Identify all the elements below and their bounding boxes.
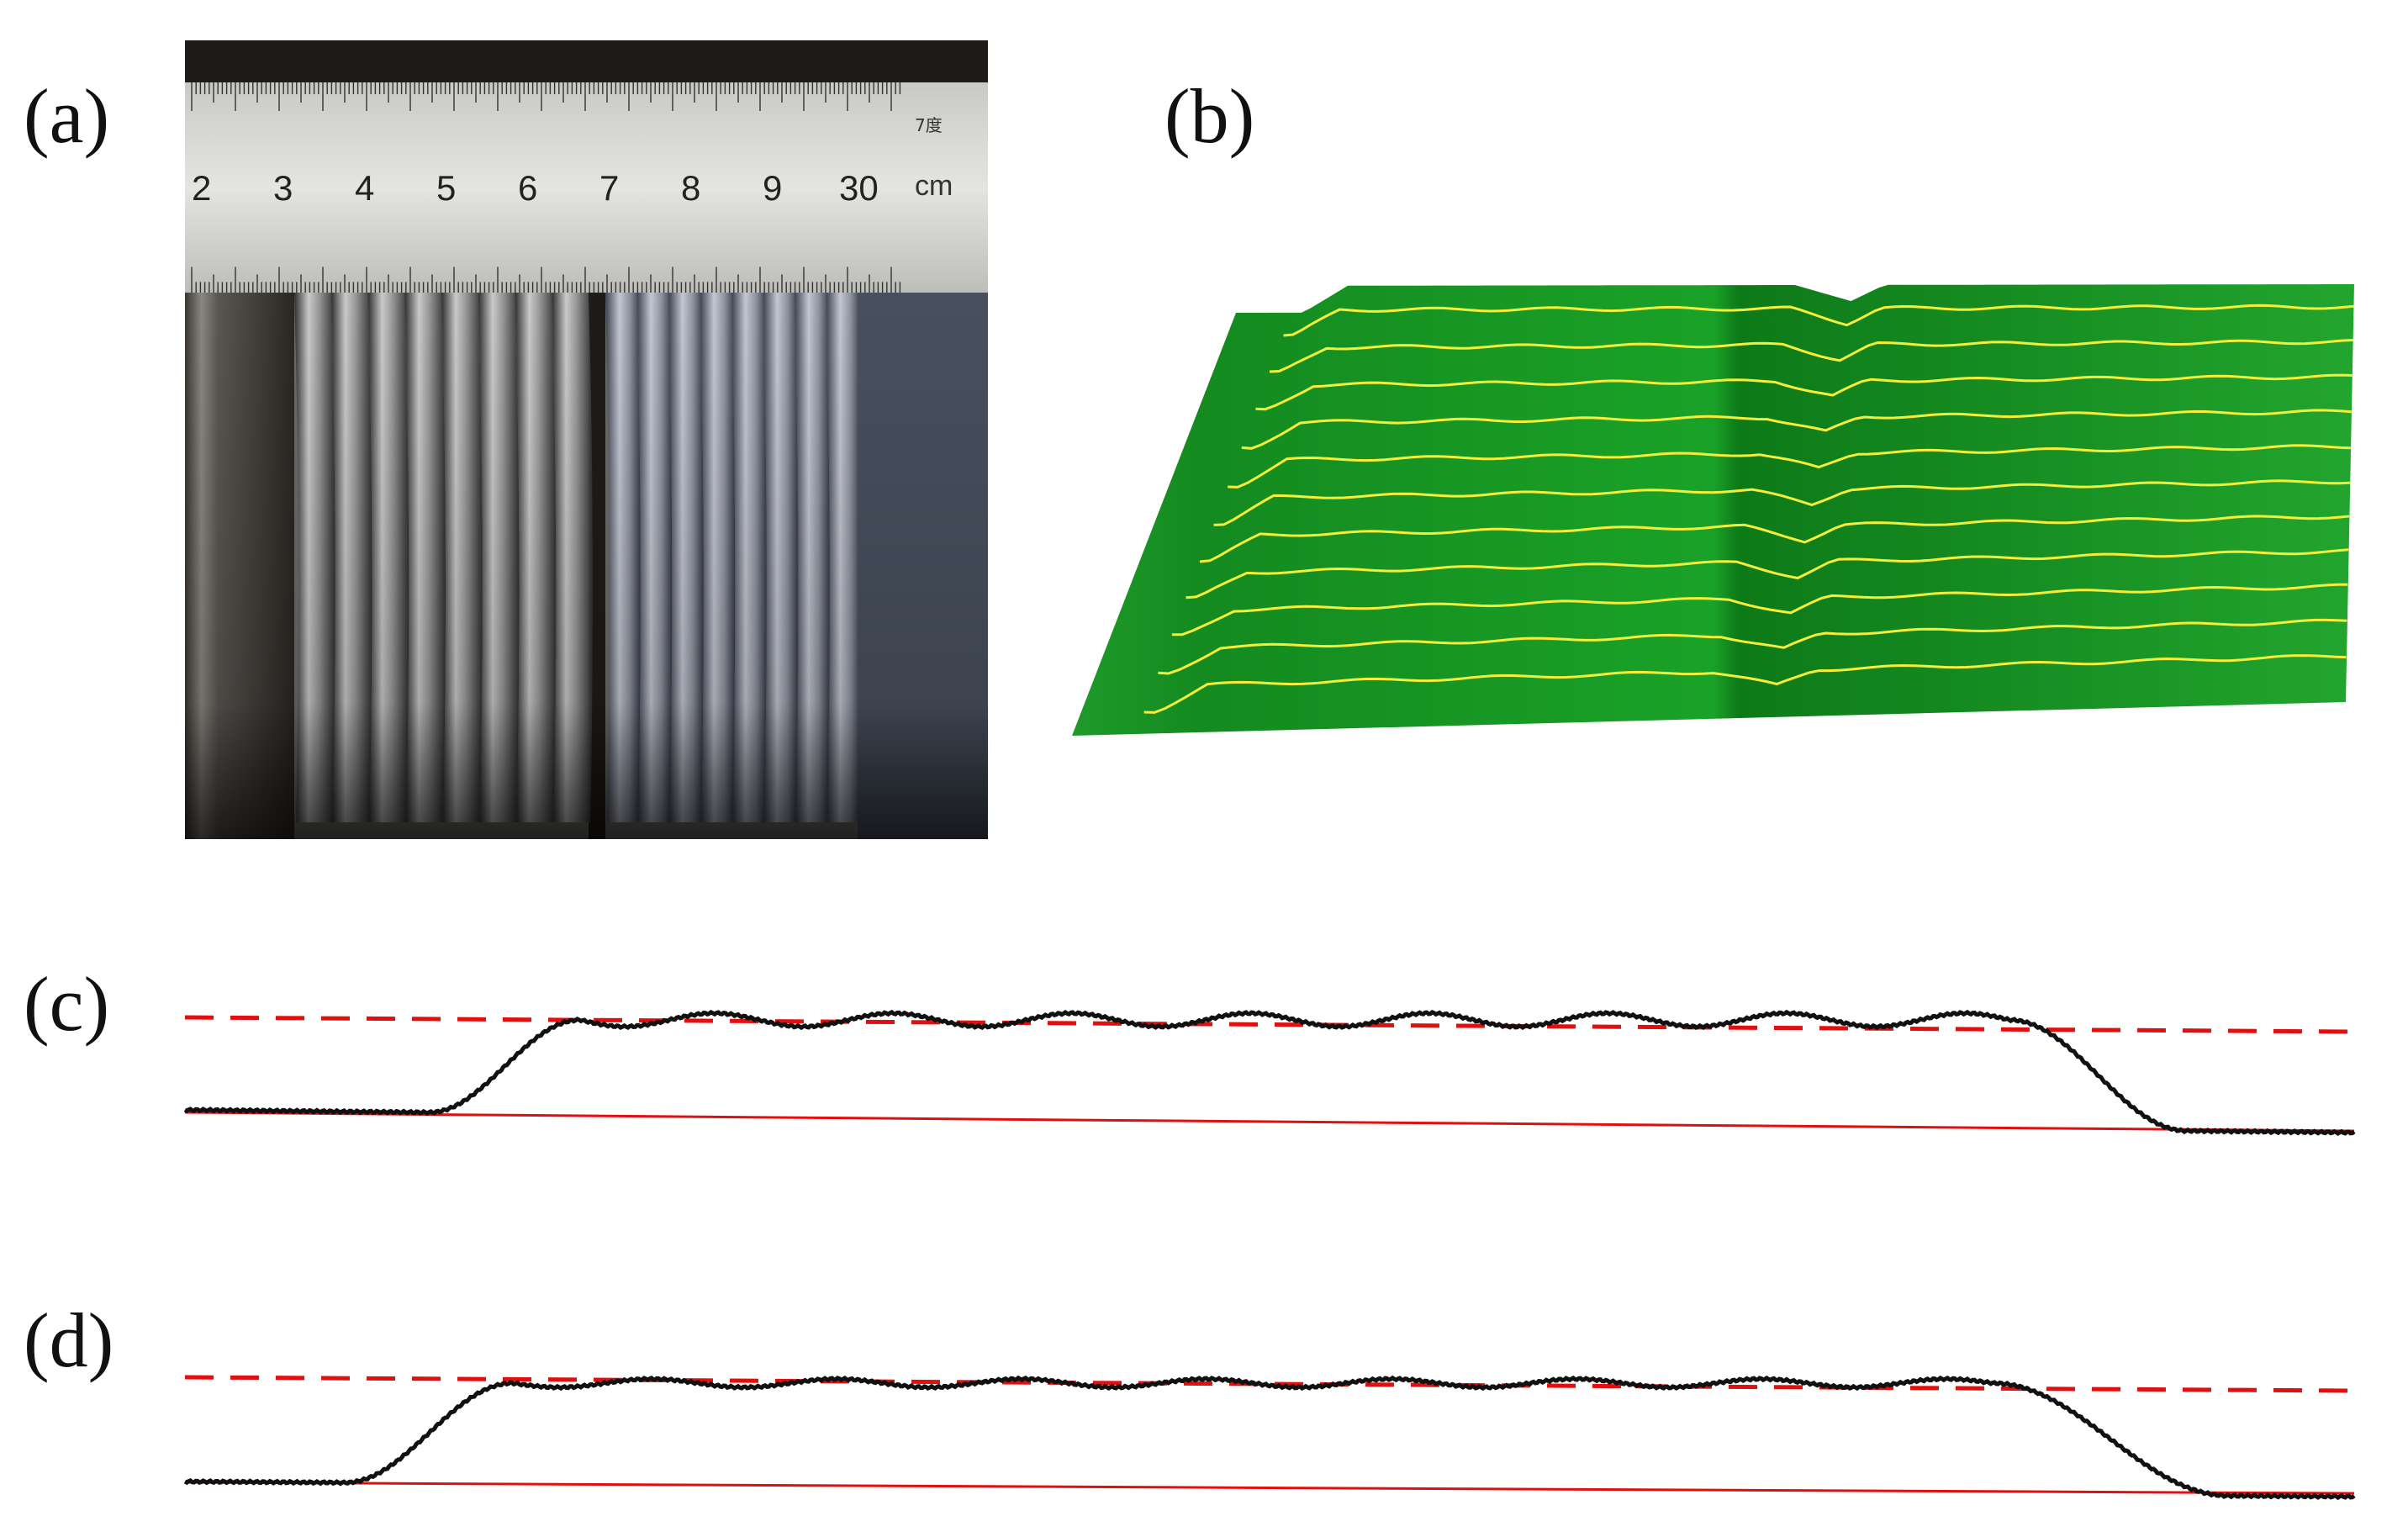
scan-lines xyxy=(1143,304,2354,714)
scan-line xyxy=(1241,409,2352,450)
ruler-number: 5 xyxy=(436,168,456,208)
ruler-number: 6 xyxy=(518,168,537,208)
ruler-number: 7 xyxy=(599,168,619,208)
scan-line xyxy=(1283,304,2354,337)
baseline-solid xyxy=(184,1481,2355,1495)
surface-profile-line xyxy=(183,1375,2356,1501)
ruler-maker-mark: 7度 xyxy=(915,115,943,135)
cladding-photo: 2 3 4 5 6 7 8 9 30 cm 7度 xyxy=(185,40,988,839)
scan-line xyxy=(1186,548,2349,599)
ruler-number: 9 xyxy=(763,168,782,208)
ruler-number: 3 xyxy=(273,168,293,208)
panel-label-b: (b) xyxy=(1164,73,1255,159)
scan-line xyxy=(1158,618,2347,675)
scan-line xyxy=(1213,479,2351,526)
scan-line xyxy=(1143,654,2347,714)
panel-label-c: (c) xyxy=(24,961,110,1047)
ruler-ticks xyxy=(191,82,901,293)
surface-mesh xyxy=(1072,284,2354,736)
panel-label-d: (d) xyxy=(24,1297,114,1383)
ruler-unit: cm xyxy=(915,170,953,202)
scan-line xyxy=(1171,583,2348,636)
scan-line xyxy=(1228,444,2351,489)
ruler-number: 30 xyxy=(839,168,879,208)
ruler-numbers: 2 3 4 5 6 7 8 9 30 xyxy=(192,168,879,208)
steel-ruler xyxy=(185,82,988,293)
ruler-number: 4 xyxy=(355,168,374,208)
3d-surface-scan xyxy=(1072,284,2354,736)
profile-chart-c xyxy=(183,1009,2356,1136)
profile-chart-d xyxy=(183,1375,2356,1501)
ruler-number: 2 xyxy=(192,168,211,208)
scan-line xyxy=(1199,515,2350,563)
ruler-number: 8 xyxy=(681,168,700,208)
baseline-solid xyxy=(184,1111,2355,1133)
scan-line xyxy=(1269,339,2353,373)
scan-line xyxy=(1255,373,2353,411)
surface-profile-line xyxy=(183,1009,2356,1136)
panel-label-a: (a) xyxy=(24,73,110,159)
photo-shading xyxy=(185,293,988,839)
